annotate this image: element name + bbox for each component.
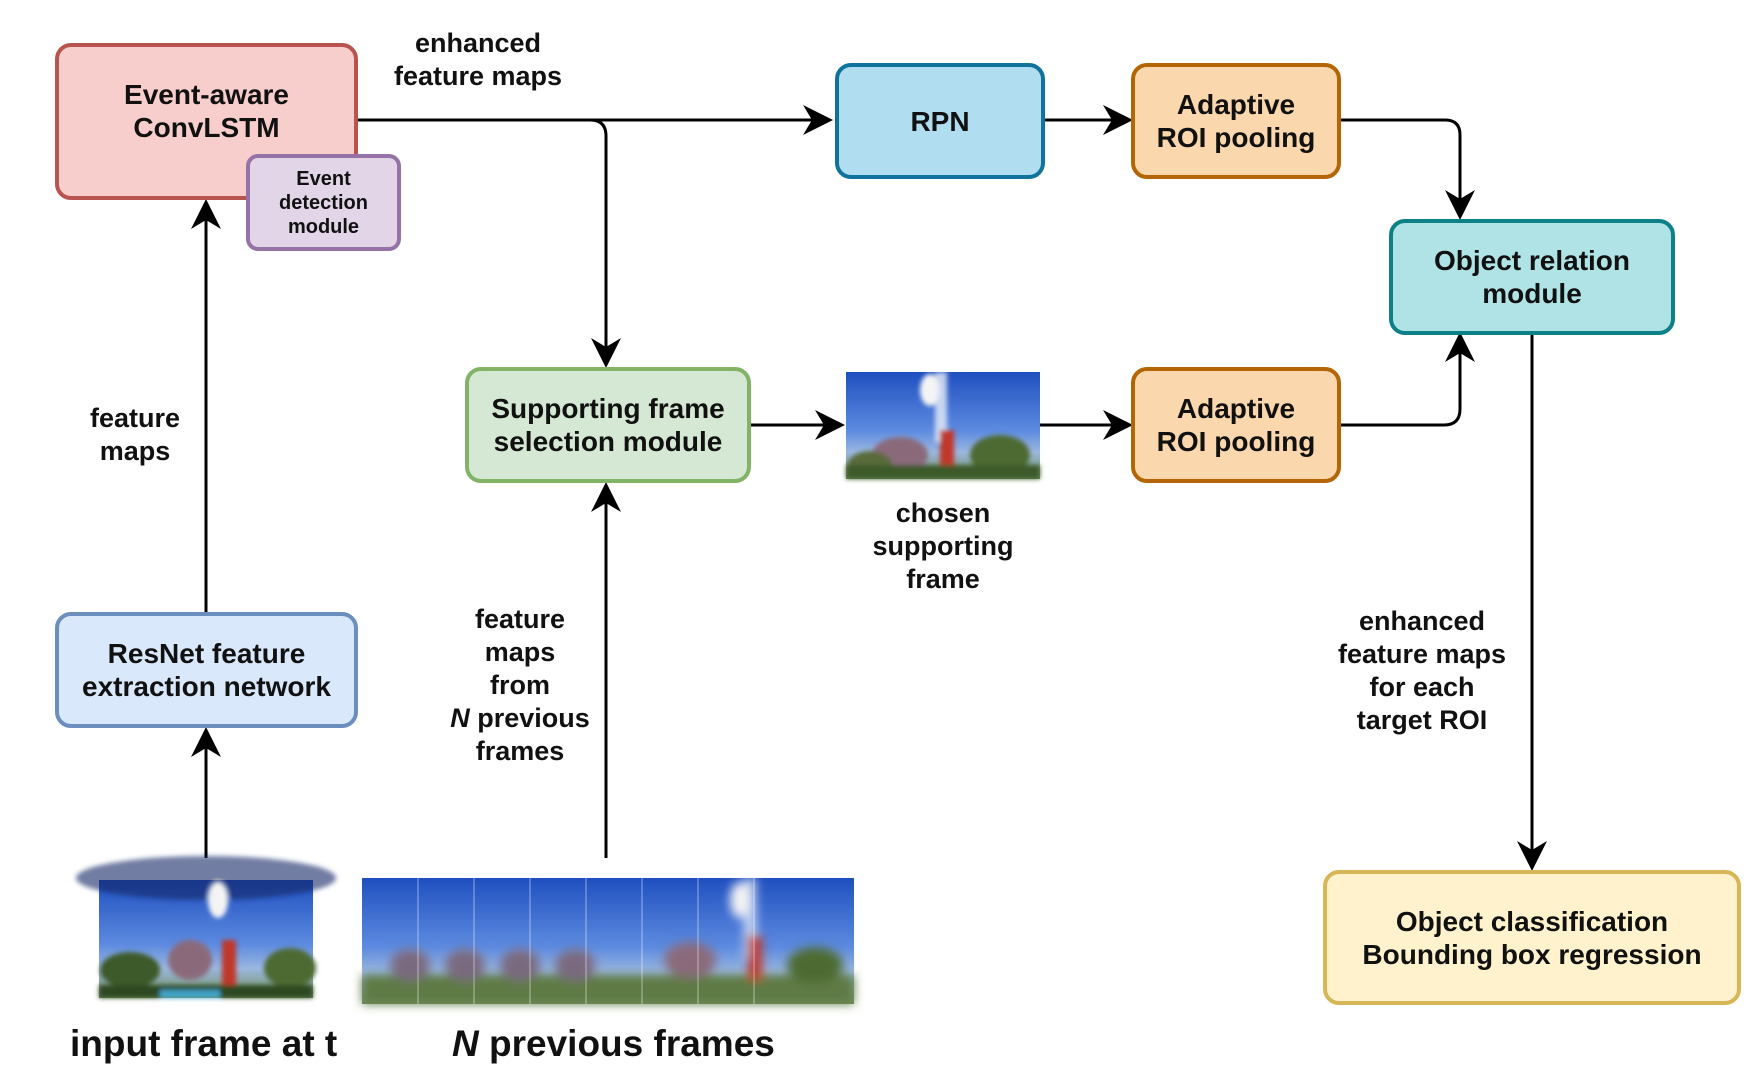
roi-top-line2: ROI pooling — [1156, 122, 1316, 153]
object-classification-box: Object classification Bounding box regre… — [1323, 870, 1741, 1005]
from-n-italic-n: N — [450, 703, 470, 733]
enhanced-top-line1: enhanced — [414, 28, 542, 58]
from-n-line3: from — [490, 670, 550, 700]
chosen-line3: frame — [906, 564, 980, 594]
from-n-line4: N previous — [440, 702, 600, 735]
chosen-line1: chosen — [895, 498, 991, 528]
adaptive-roi-pooling-bottom-box: Adaptive ROI pooling — [1131, 367, 1341, 483]
event-detection-line2: detection — [279, 191, 368, 214]
relation-line1: Object relation — [1433, 245, 1631, 276]
chosen-line2: supporting — [872, 531, 1014, 561]
arrow-roi-top-to-relation — [1340, 118, 1475, 220]
rpn-box: RPN — [835, 63, 1045, 179]
n-previous-frames-caption: N previous frames — [452, 1023, 775, 1065]
previous-frames-image — [362, 878, 854, 1004]
classification-line1: Object classification — [1395, 905, 1669, 937]
roi-top-line1: Adaptive — [1176, 89, 1296, 120]
feature-maps-line2: maps — [99, 436, 171, 466]
feature-maps-line1: feature — [89, 403, 181, 433]
feature-maps-label: feature maps — [70, 402, 200, 468]
arrow-convlstm-to-supporting — [589, 118, 621, 368]
enhanced-top-line2: feature maps — [393, 61, 563, 91]
enhanced-roi-line4: target ROI — [1356, 705, 1488, 735]
enhanced-feature-maps-roi-label: enhanced feature maps for each target RO… — [1322, 605, 1522, 737]
resnet-line2: extraction network — [82, 671, 331, 702]
from-n-line2: maps — [484, 637, 556, 667]
input-frame-caption: input frame at t — [70, 1023, 338, 1064]
chosen-frame-image — [846, 372, 1040, 479]
n-previous-rest: previous frames — [478, 1023, 775, 1064]
support-line2: selection module — [493, 426, 723, 457]
n-italic: N — [452, 1023, 479, 1064]
feature-maps-from-n-label: feature maps from N previous frames — [440, 603, 600, 768]
support-line1: Supporting frame — [491, 393, 725, 424]
resnet-line1: ResNet feature — [107, 638, 306, 669]
object-relation-module-box: Object relation module — [1389, 219, 1675, 335]
from-n-line4-rest: previous — [469, 703, 590, 733]
rpn-label: RPN — [910, 105, 970, 137]
relation-line2: module — [1482, 278, 1582, 309]
event-detection-line1: Event — [296, 167, 351, 190]
enhanced-roi-line3: for each — [1369, 672, 1475, 702]
roi-bottom-line1: Adaptive — [1176, 393, 1296, 424]
event-aware-line1: Event-aware — [124, 78, 289, 110]
adaptive-roi-pooling-top-box: Adaptive ROI pooling — [1131, 63, 1341, 179]
enhanced-roi-line2: feature maps — [1337, 639, 1507, 669]
classification-line2: Bounding box regression — [1362, 938, 1702, 970]
chosen-supporting-frame-label: chosen supporting frame — [858, 497, 1028, 596]
arrow-roi-bottom-to-relation — [1340, 332, 1475, 427]
enhanced-roi-line1: enhanced — [1358, 606, 1486, 636]
input-frame-image — [76, 856, 336, 998]
resnet-feature-extraction-box: ResNet feature extraction network — [55, 612, 358, 728]
enhanced-feature-maps-label: enhanced feature maps — [388, 27, 568, 93]
supporting-frame-selection-box: Supporting frame selection module — [465, 367, 751, 483]
event-detection-module-box: Event detection module — [246, 154, 401, 251]
event-detection-line3: module — [287, 215, 360, 238]
roi-bottom-line2: ROI pooling — [1156, 426, 1316, 457]
event-aware-line2: ConvLSTM — [133, 111, 280, 143]
from-n-line5: frames — [475, 736, 565, 766]
from-n-line1: feature — [474, 604, 566, 634]
